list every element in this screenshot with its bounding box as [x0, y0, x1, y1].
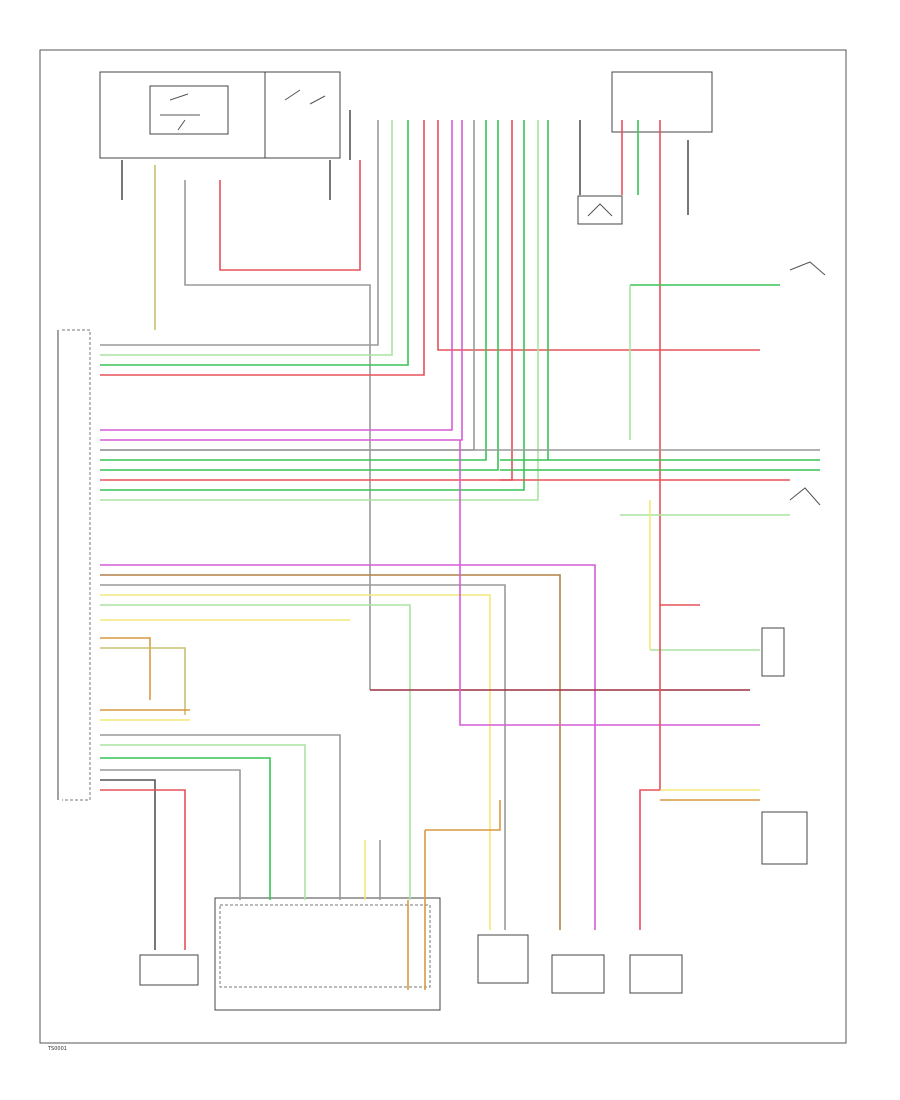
ignition-switch-box — [264, 71, 341, 159]
engine-control-module — [57, 329, 91, 801]
wire-harness — [100, 110, 820, 990]
throttle-position-sensor — [477, 934, 529, 984]
turbine-speed-sensor — [139, 954, 199, 986]
transfer-position-switch — [789, 487, 821, 506]
relay-box — [99, 71, 266, 159]
instrument-cluster — [761, 811, 808, 865]
cruise-control-switch — [789, 261, 826, 276]
cruise-indicator — [761, 627, 785, 677]
diagram-frame — [39, 49, 847, 1044]
figure-id: TS0001 — [47, 1046, 67, 1052]
transmission-solenoids-box — [214, 897, 441, 1011]
vehicle-speed-sensor — [629, 954, 683, 994]
stop-light-switch — [577, 195, 623, 225]
fuse-box — [611, 71, 713, 133]
park-neutral-switch — [551, 954, 605, 994]
